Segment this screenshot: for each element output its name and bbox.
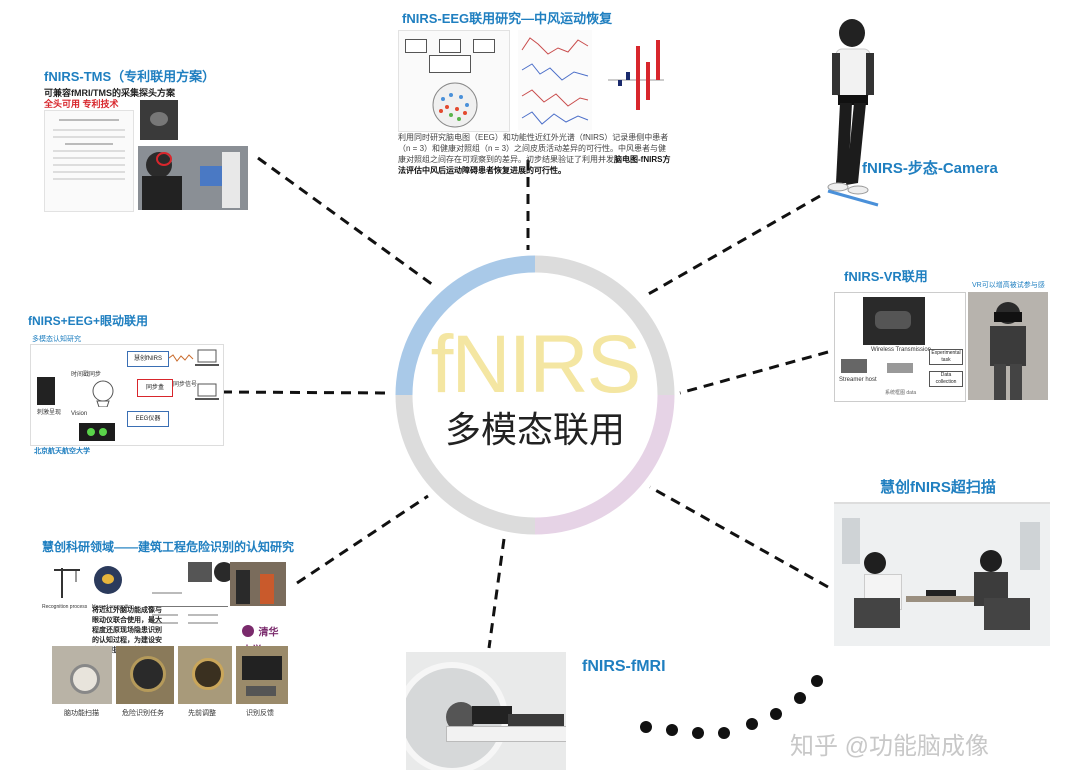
- panel-title: 慧创fNIRS超扫描: [880, 479, 996, 496]
- laptop-icon-middle: [195, 383, 219, 400]
- ring-segment-gray-top: [534, 255, 675, 396]
- vr-user-photo: [968, 292, 1048, 400]
- vr-headset-photo: [863, 297, 925, 345]
- crane-icon: [54, 568, 80, 598]
- eeg-bar-chart-figure: [608, 40, 664, 110]
- decorative-dot-trail: [640, 675, 823, 739]
- eeg-stroke-description: 利用同时研究脑电图（EEG）和功能性近红外光谱（fNIRS）记录患侧中患者（n …: [398, 133, 671, 175]
- eye-subtitle: 多模态认知研究: [32, 336, 81, 343]
- display-monitor: [37, 377, 55, 405]
- connector-fmri: [487, 538, 506, 649]
- fmri-scanner-photo: [406, 652, 566, 770]
- center-logo: fNIRS: [430, 319, 642, 410]
- site-photo: [230, 562, 286, 606]
- left-label-hazard: Hazard recognition: [92, 604, 134, 610]
- flow-chart-figure: [148, 584, 228, 640]
- helmet-photo: [214, 562, 234, 582]
- scan-photo-3: [178, 646, 232, 704]
- ring-segment-gray-bottom: [395, 394, 536, 535]
- eyetracker-photo: [188, 562, 212, 582]
- scan-photo-4: [236, 646, 288, 704]
- tms-session-photo: [138, 146, 248, 210]
- panel-gait: fNIRS-步态-Camera: [800, 15, 1030, 215]
- fnirs-device-box: 慧创fNIRS: [127, 351, 169, 367]
- tms-line1: 可兼容fMRI/TMS的采集探头方案: [44, 88, 175, 98]
- streamer-host-device: [841, 359, 867, 373]
- watermark: 知乎 @功能脑成像: [790, 733, 990, 760]
- vr-experimental-box: Experimental task: [929, 349, 963, 365]
- scan-caption-3: 先前调整: [188, 710, 216, 717]
- center-ring: [395, 255, 675, 535]
- patent-document-image: [44, 110, 134, 212]
- panel-fmri: fNIRS-fMRI: [402, 648, 692, 774]
- scan-caption-4: 识别反馈: [246, 710, 274, 717]
- head-silhouette-image: [90, 564, 126, 600]
- waveform-icon: [169, 354, 194, 362]
- connector-tms: [257, 156, 434, 287]
- vr-system-diagram: Wireless Transmission Experimental task …: [834, 292, 966, 402]
- eye-affiliation: 北京航天航空大学: [34, 448, 90, 455]
- vr-data-box: Data collection: [929, 371, 963, 387]
- panel-title: fNIRS-TMS（专利联用方案）: [44, 69, 216, 84]
- panel-title: 慧创科研领域——建筑工程危险识别的认知研究: [42, 540, 295, 554]
- eeg-line-plots-figure: [518, 30, 592, 130]
- eeg-device-box: EEG仪器: [127, 411, 169, 427]
- panel-eye: fNIRS+EEG+眼动联用 多模态认知研究 刺激呈现 Vision 时间戳同步…: [26, 312, 226, 457]
- head-silhouette-icon: [92, 380, 114, 407]
- tsinghua-logo: 清华大学: [242, 622, 288, 656]
- walking-person-photo: [827, 19, 879, 207]
- panel-vr: fNIRS-VR联用 VR可以增高被试参与感 Wireless Transmis…: [832, 266, 1050, 402]
- hyperscan-chess-photo: [834, 502, 1050, 646]
- sync-box: 同步盒: [137, 379, 173, 397]
- connector-eye: [221, 390, 391, 395]
- connector-vr: [679, 350, 829, 395]
- scan-caption-2: 危险识别任务: [122, 710, 164, 717]
- scan-photo-2: [116, 646, 174, 704]
- panel-construction: 慧创科研领域——建筑工程危险识别的认知研究 Recognition proces…: [38, 538, 300, 738]
- tms-probe-photo: [140, 100, 178, 140]
- ring-segment-pink: [534, 394, 675, 535]
- scan-photo-1: [52, 646, 112, 704]
- scan-caption-1: 脑功能扫描: [64, 710, 99, 717]
- connector-hyperscan: [649, 485, 829, 589]
- panel-title: fNIRS-VR联用: [844, 269, 928, 284]
- brain-activation-image: [79, 423, 115, 441]
- left-label-recognition: Recognition process: [42, 604, 88, 610]
- panel-title: fNIRS-步态-Camera: [862, 160, 998, 177]
- laptop-icon-top: [195, 349, 219, 366]
- nirs-device: [887, 363, 913, 373]
- panel-eeg-stroke: fNIRS-EEG联用研究—中风运动恢复 利用同时研究脑电图（EEG）和功能性近…: [396, 8, 676, 175]
- panel-hyperscan: 慧创fNIRS超扫描: [834, 476, 1050, 648]
- ring-segment-blue: [395, 255, 536, 396]
- panel-tms: fNIRS-TMS（专利联用方案） 可兼容fMRI/TMS的采集探头方案 全头可…: [40, 66, 255, 216]
- vr-side-label: VR可以增高被试参与感: [972, 282, 1045, 289]
- block-diagram-figure: [398, 30, 510, 132]
- center-label: 多模态联用: [444, 409, 625, 450]
- tms-line2: 全头可用 专利技术: [44, 99, 119, 109]
- connector-construction: [296, 494, 429, 585]
- panel-title: fNIRS-fMRI: [582, 658, 666, 675]
- panel-title: fNIRS-EEG联用研究—中风运动恢复: [402, 11, 613, 26]
- panel-title: fNIRS+EEG+眼动联用: [28, 314, 149, 328]
- multimodal-system-diagram: 刺激呈现 Vision 时间戳同步 慧创fNIRS 同步盒 EEG仪器 同步信号: [30, 344, 224, 446]
